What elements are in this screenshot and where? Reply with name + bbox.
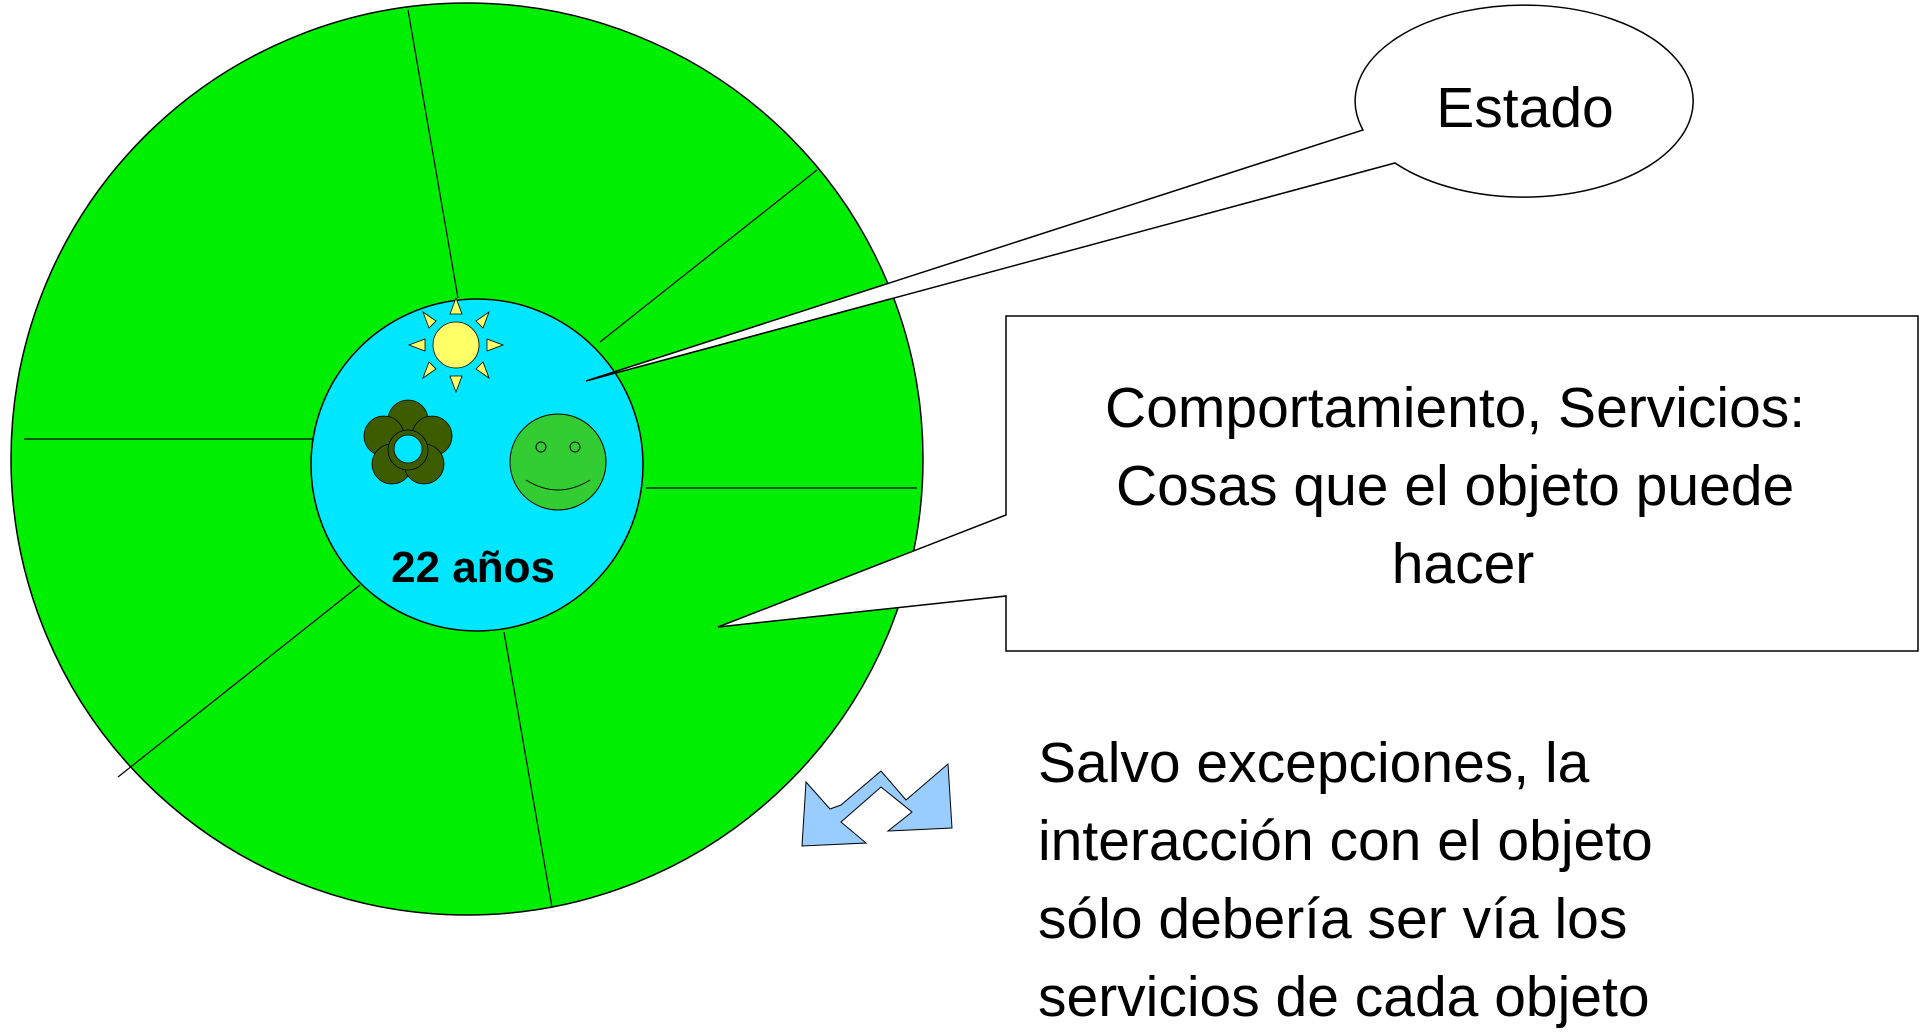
divider-top-right — [599, 169, 818, 343]
behavior-line-1: Comportamiento, Servicios: — [1105, 376, 1805, 440]
state-callout — [585, 4, 1694, 382]
behavior-callout-label: Comportamiento, Servicios: Cosas que el … — [1105, 376, 1821, 596]
divider-top — [407, 9, 459, 299]
double-arrow-icon — [801, 762, 953, 847]
flower-icon — [363, 399, 453, 485]
ring-dividers — [24, 9, 917, 908]
age-label: 22 años — [391, 543, 555, 592]
behavior-line-3: hacer — [1392, 532, 1535, 596]
behavior-callout — [717, 315, 1919, 652]
state-core — [310, 298, 644, 632]
smiley-icon — [509, 413, 607, 511]
divider-bottom-left — [117, 584, 361, 778]
state-callout-label: Estado — [1436, 76, 1613, 140]
interaction-note: Salvo excepciones, la interacción con el… — [1038, 724, 1918, 1036]
sun-icon — [407, 296, 505, 394]
behavior-line-2: Cosas que el objeto puede — [1116, 454, 1794, 518]
note-line-3: sólo debería ser vía los — [1038, 887, 1628, 951]
divider-bottom — [503, 631, 553, 908]
note-line-2: interacción con el objeto — [1038, 809, 1653, 873]
note-line-1: Salvo excepciones, la — [1038, 731, 1590, 795]
note-line-4: servicios de cada objeto — [1038, 965, 1650, 1029]
